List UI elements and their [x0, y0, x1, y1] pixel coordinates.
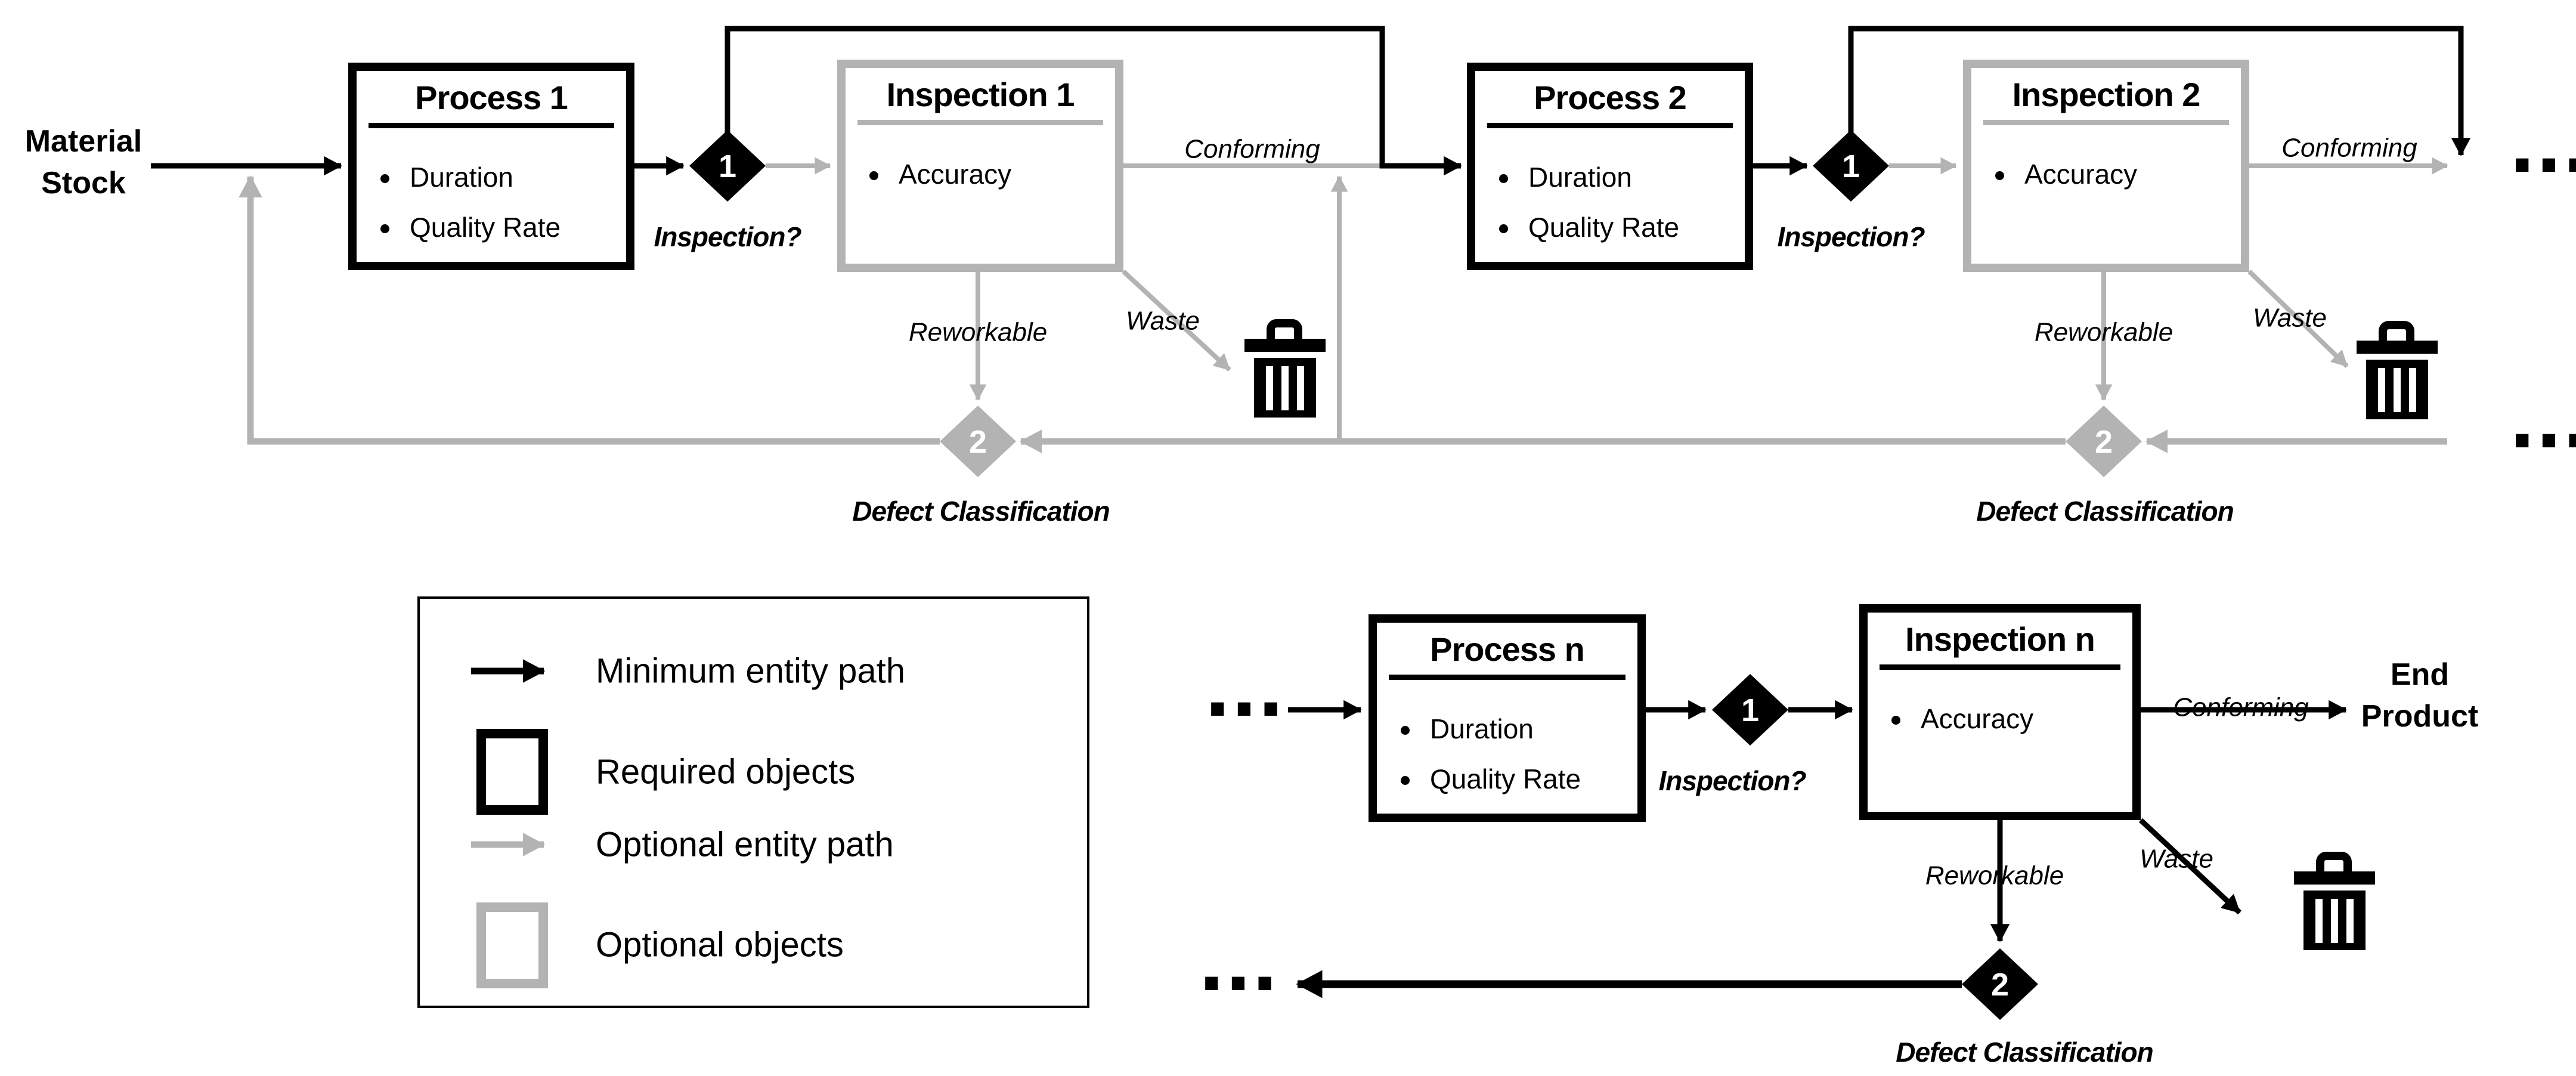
classifier-number-stagen: 2 [1991, 967, 2009, 1003]
inspectionn-box: Inspection n Accuracy [1859, 604, 2141, 820]
gray-box-icon [476, 902, 548, 988]
inspection1-divider [857, 120, 1103, 125]
continuation-top-right: ... [2510, 91, 2576, 191]
inspectionn-attributes: Accuracy [1868, 694, 2132, 744]
bullet-item: Duration [1401, 704, 1637, 754]
processn-box: Process n Duration Quality Rate [1368, 614, 1646, 822]
classifier-diamond-stage1 [940, 406, 1016, 477]
legend-label-minimum-entity-path: Minimum entity path [596, 651, 905, 691]
inspection2-title: Inspection 2 [2012, 76, 2201, 113]
black-arrow-icon [471, 659, 546, 683]
bullet-item: Duration [1499, 152, 1745, 202]
bypass2-to-next-stage-path [1848, 26, 2471, 156]
inspectionn-divider [1880, 664, 2120, 670]
process1-attributes: Duration Quality Rate [357, 152, 626, 252]
waste-label-stage1: Waste [1126, 306, 1200, 336]
defect-classification-label-stage1: Defect Classification [852, 496, 1110, 527]
gray-arrow-icon [471, 833, 546, 857]
waste1-path [1122, 270, 1231, 372]
process1-box: Process 1 Duration Quality Rate [348, 63, 634, 270]
process2-attributes: Duration Quality Rate [1475, 152, 1745, 252]
inspection2-box: Inspection 2 Accuracy [1963, 60, 2249, 272]
classifier-number-stage2: 2 [2095, 424, 2113, 460]
inspection1-title: Inspection 1 [886, 76, 1075, 113]
decision-number-stage1: 1 [719, 149, 736, 184]
inspection2-attributes: Accuracy [1971, 149, 2241, 199]
process1-divider [369, 123, 614, 128]
inspection2-divider [1983, 120, 2229, 125]
processn-attributes: Duration Quality Rate [1377, 704, 1637, 804]
continuation-defect-bottom-left: ... [1199, 909, 1279, 1009]
trash-icon-stage1 [1244, 323, 1326, 418]
processn-divider [1389, 675, 1626, 680]
trash-icon-stage2 [2357, 325, 2438, 419]
trash-icon-stagen [2294, 856, 2375, 950]
classifier-diamond-stagen [1962, 948, 2038, 1020]
process2-box: Process 2 Duration Quality Rate [1467, 63, 1753, 270]
material-stock-label: Material Stock [25, 120, 143, 204]
classifier-diamond-stage2 [2066, 406, 2142, 477]
bullet-item: Quality Rate [380, 202, 626, 252]
legend-label-optional-objects: Optional objects [596, 925, 844, 964]
process1-title: Process 1 [415, 79, 568, 116]
bypass1-to-process2-path [724, 26, 1462, 176]
material-stock-line2: Stock [41, 166, 126, 200]
legend-label-optional-entity-path: Optional entity path [596, 825, 894, 864]
process2-title: Process 2 [1534, 79, 1687, 116]
decision-diamond-stage2 [1813, 130, 1889, 202]
wasten-path [2138, 818, 2242, 915]
decision-diamond-stagen [1712, 674, 1788, 746]
bullet-item: Duration [380, 152, 626, 202]
continuation-bottom-left: ... [1205, 635, 1285, 735]
bullet-item: Accuracy [1995, 149, 2241, 199]
defect-classification-label-stagen: Defect Classification [1896, 1037, 2153, 1068]
inspection-question-label-stage2: Inspection? [1777, 221, 1925, 253]
conforming-label-stage1: Conforming [1184, 134, 1320, 164]
bullet-item: Accuracy [869, 149, 1115, 199]
legend-label-required-objects: Required objects [596, 752, 856, 791]
process2-divider [1487, 123, 1733, 128]
decision-number-stagen: 1 [1741, 692, 1759, 728]
material-stock-line1: Material [24, 123, 143, 159]
inspection1-box: Inspection 1 Accuracy [837, 60, 1123, 272]
inspection1-attributes: Accuracy [846, 149, 1115, 199]
reworkable-label-stage2: Reworkable [2034, 317, 2174, 347]
continuation-defect-right: ... [2510, 366, 2576, 466]
processn-title: Process n [1430, 630, 1585, 668]
end-product-line1: End [2390, 657, 2450, 692]
waste2-path [2247, 270, 2349, 368]
end-product-label: End Product [2361, 654, 2478, 737]
defect-classification-label-stage2: Defect Classification [1976, 496, 2234, 527]
decision-diamond-stage1 [689, 130, 766, 202]
reworkable-label-stage1: Reworkable [908, 317, 1048, 347]
decision-number-stage2: 1 [1842, 149, 1860, 184]
inspection-question-label-stagen: Inspection? [1658, 765, 1806, 797]
end-product-line2: Product [2361, 699, 2479, 734]
conforming-label-stagen: Conforming [2173, 692, 2309, 722]
waste-label-stagen: Waste [2140, 844, 2213, 874]
legend-box: Minimum entity path Required objects Opt… [417, 596, 1089, 1008]
bullet-item: Quality Rate [1401, 754, 1637, 804]
bullet-item: Accuracy [1891, 694, 2132, 744]
bullet-item: Quality Rate [1499, 202, 1745, 252]
conforming-label-stage2: Conforming [2281, 133, 2417, 163]
inspectionn-title: Inspection n [1905, 620, 2095, 658]
black-box-icon [476, 729, 548, 815]
classifier-number-stage1: 2 [969, 424, 987, 460]
waste-label-stage2: Waste [2253, 303, 2327, 333]
reworkable-label-stagen: Reworkable [1925, 861, 2064, 891]
inspection-question-label-stage1: Inspection? [654, 221, 801, 253]
rework-return-to-process1-path [239, 175, 940, 445]
